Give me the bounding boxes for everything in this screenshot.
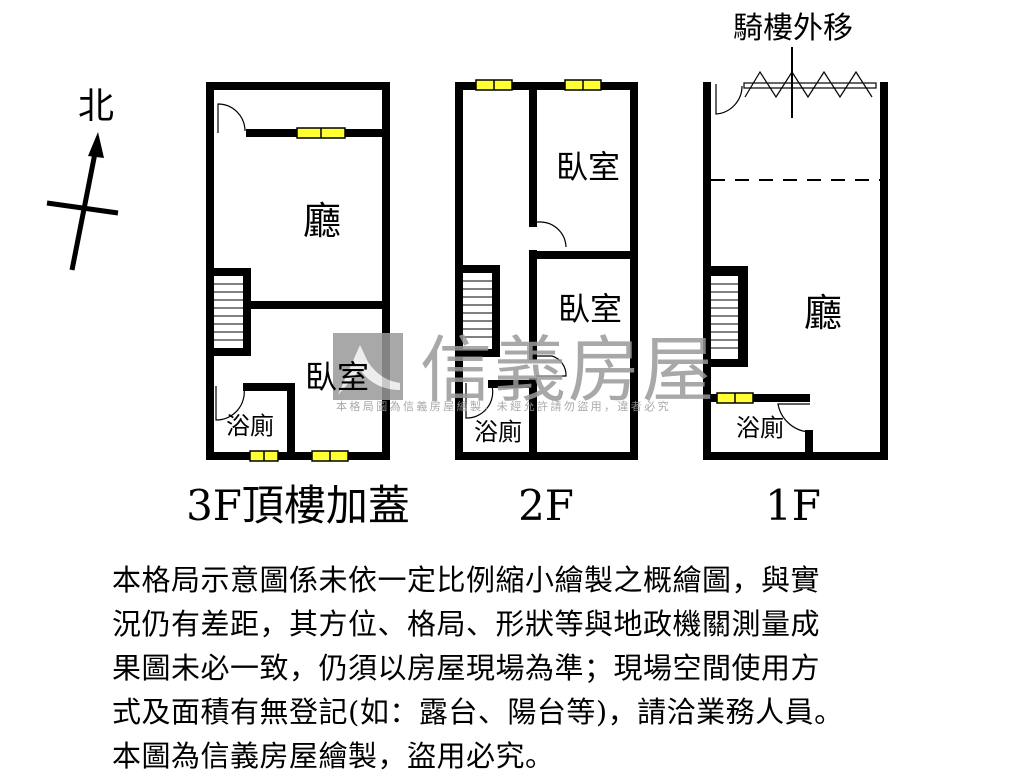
door-icon: [777, 403, 811, 433]
disclaimer-line: 況仍有差距，其方位、格局、形狀等與地政機關測量成: [112, 607, 821, 641]
floor-title-1f: 1F: [765, 481, 821, 530]
room-label-bedroom: 臥室: [305, 358, 369, 396]
staircase-icon: [463, 280, 492, 338]
door-icon: [215, 386, 245, 421]
room-label-bathroom: 浴廁: [474, 418, 522, 446]
door-icon: [536, 221, 567, 248]
door-icon: [465, 383, 494, 419]
floor-title-2f: 2F: [518, 481, 574, 530]
room-label-bedroom: 臥室: [558, 290, 622, 328]
window-icon: [716, 392, 754, 404]
staircase-icon: [214, 283, 243, 341]
door-icon: [217, 103, 246, 133]
staircase-icon: [711, 283, 738, 349]
disclaimer-note: 本格局示意圖係未依一定比例縮小繪製之概繪圖，與實 況仍有差距，其方位、格局、形狀…: [112, 558, 844, 778]
floor-title-3f: 3F頂樓加蓋: [186, 481, 410, 530]
disclaimer-line: 本格局示意圖係未依一定比例縮小繪製之概繪圖，與實: [112, 563, 821, 597]
watermark-notice: 本格局圖為信義房屋繪製，未經允許請勿盜用，違者必究: [336, 399, 671, 413]
disclaimer-line: 式及面積有無登記(如：露台、陽台等)，請洽業務人員。: [112, 695, 844, 729]
room-label-living: 廳: [303, 199, 341, 243]
folding-door-icon: [715, 70, 877, 115]
door-icon: [536, 355, 567, 377]
room-label-bathroom: 浴廁: [736, 414, 784, 442]
watermark-brand: 信義房屋: [420, 328, 716, 412]
disclaimer-line: 本圖為信義房屋繪製，盜用必究。: [112, 739, 555, 773]
disclaimer-line: 果圖未必一致，仍須以房屋現場為準；現場空間使用方: [112, 651, 821, 685]
room-label-bathroom: 浴廁: [226, 412, 274, 440]
watermark: 信義房屋 本格局圖為信義房屋繪製，未經允許請勿盜用，違者必究: [333, 328, 716, 413]
arcade-annotation: 騎樓外移: [733, 11, 853, 46]
north-arrow-icon: [46, 132, 119, 271]
room-label-bedroom: 臥室: [556, 148, 620, 186]
window-icon: [249, 127, 349, 462]
room-label-living: 廳: [804, 291, 842, 335]
north-label: 北: [78, 86, 114, 127]
window-icon: [475, 79, 602, 91]
